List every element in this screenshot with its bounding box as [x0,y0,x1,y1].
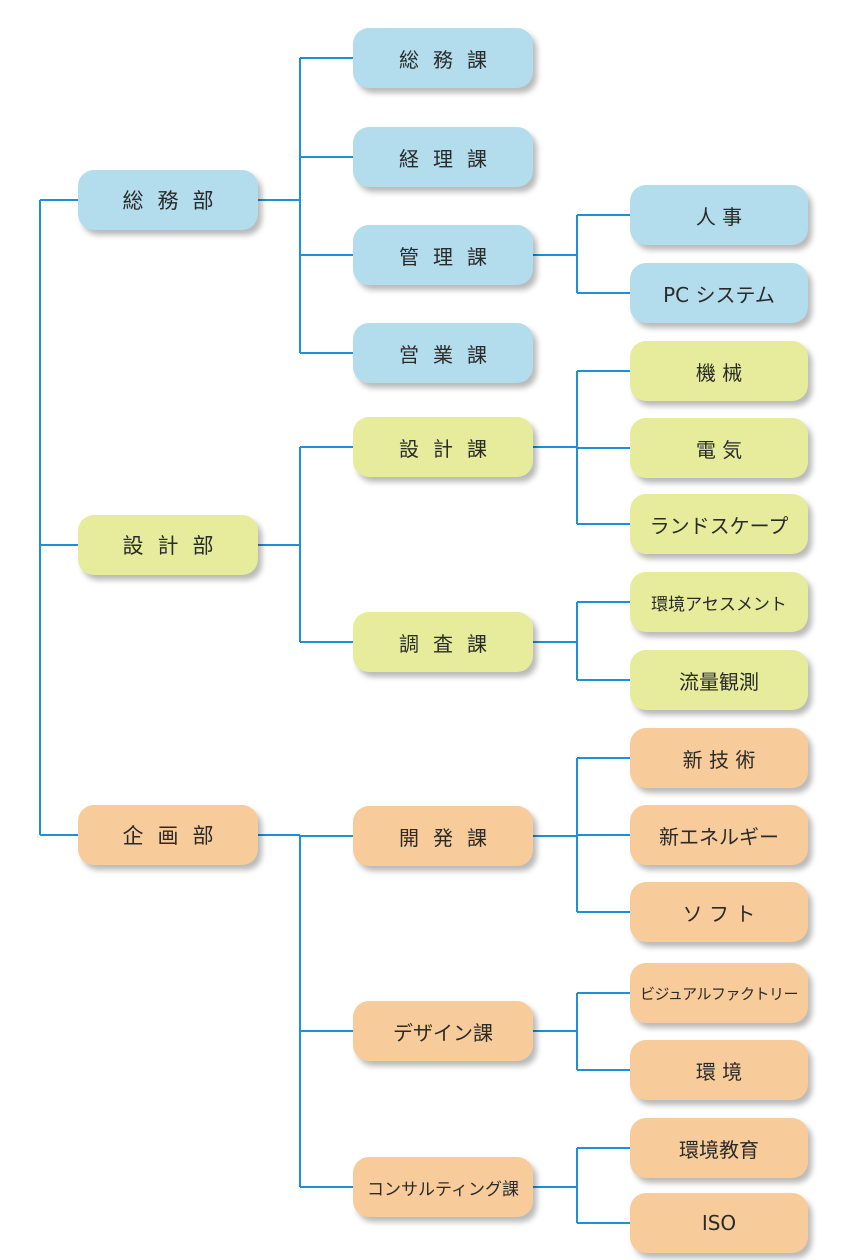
unit-box-denki: 電 気 [630,418,808,478]
section-box-eigyoka: 営業課 [353,323,533,383]
section-box-kaihatsuka: 開発課 [353,806,533,866]
unit-box-environment: 環 境 [630,1040,808,1100]
unit-box-pc-system: PC システム [630,263,808,323]
unit-box-software: ソ フ ト [630,882,808,942]
unit-box-assessment: 環境アセスメント [630,572,808,632]
unit-box-new-tech: 新 技 術 [630,728,808,788]
dept-box-somu: 総務部 [78,170,258,230]
unit-box-jinji: 人 事 [630,185,808,245]
section-box-kanrika: 管理課 [353,225,533,285]
section-box-design: デザイン課 [353,1001,533,1061]
unit-box-landscape: ランドスケープ [630,494,808,554]
dept-box-sekkei: 設計部 [78,515,258,575]
section-box-chosaka: 調査課 [353,612,533,672]
unit-box-env-education: 環境教育 [630,1118,808,1178]
unit-box-visual-factory: ビジュアルファクトリー [630,963,808,1023]
section-box-sekkeika: 設計課 [353,417,533,477]
section-box-keirika: 経理課 [353,127,533,187]
unit-box-iso: ISO [630,1193,808,1253]
unit-box-flow-observation: 流量観測 [630,650,808,710]
unit-box-kikai: 機 械 [630,341,808,401]
dept-box-kikaku: 企画部 [78,805,258,865]
section-box-somuka: 総務課 [353,28,533,88]
unit-box-new-energy: 新エネルギー [630,805,808,865]
section-box-consulting: コンサルティング課 [353,1157,533,1217]
